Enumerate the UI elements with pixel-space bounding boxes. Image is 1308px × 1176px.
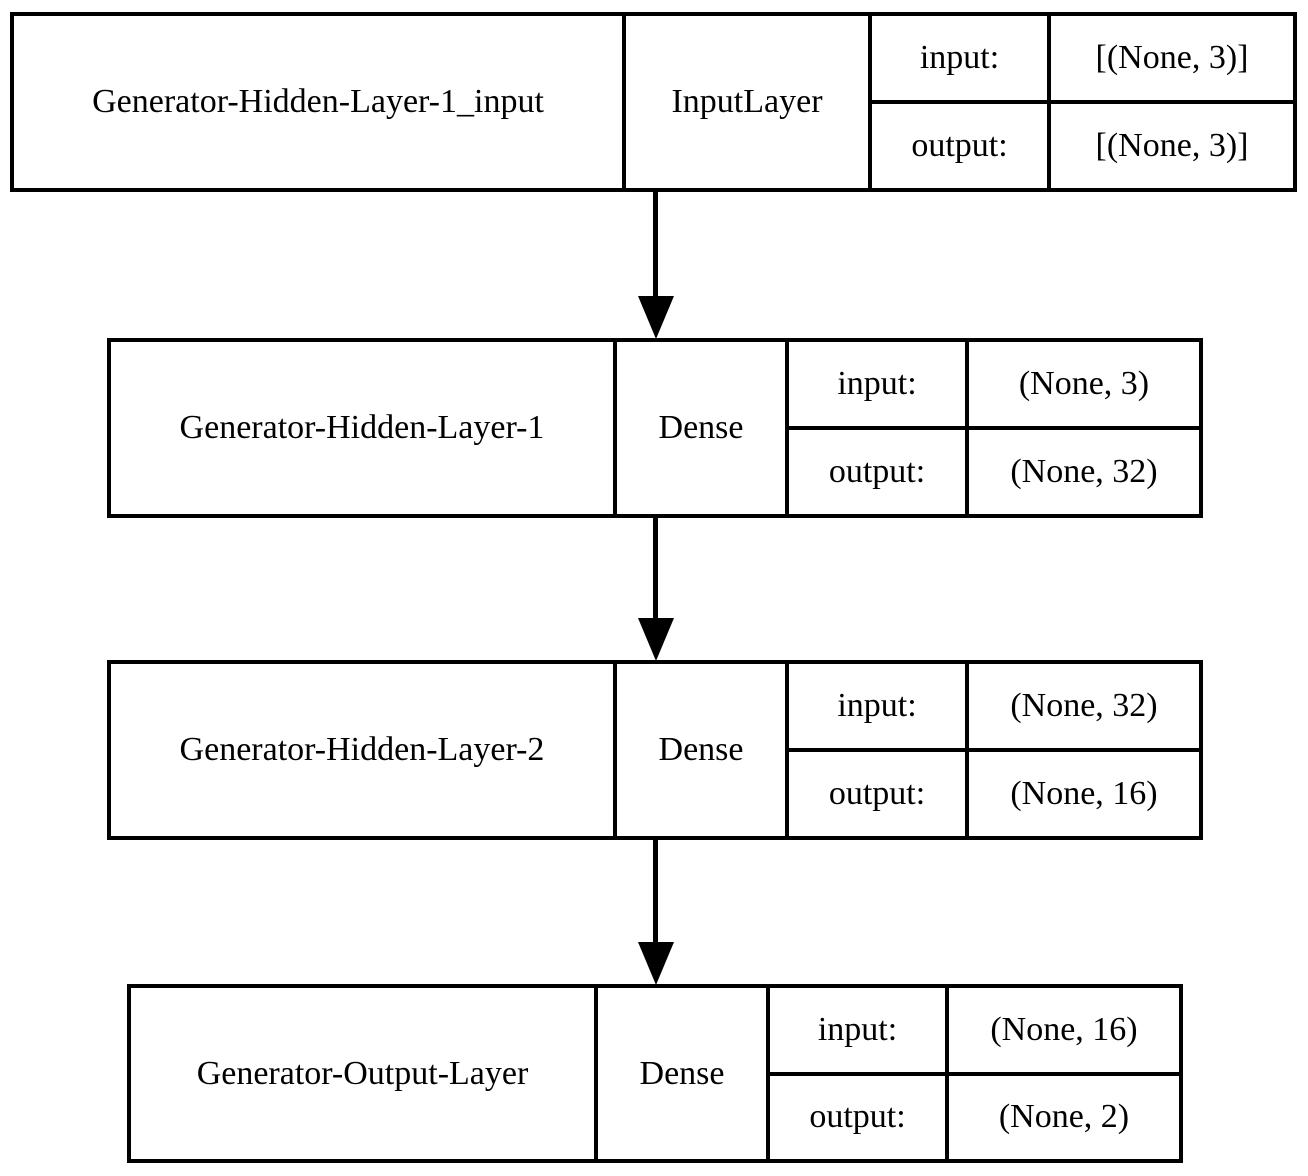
layer-node-input: Generator-Hidden-Layer-1_input InputLaye… [10,12,1297,192]
io-input-row: input: (None, 32) [789,664,1199,752]
output-label: output: [789,430,969,514]
layer-type: Dense [598,988,770,1159]
output-shape: (None, 2) [998,1098,1130,1136]
layer-type: Dense [617,664,789,836]
layer-name: Generator-Hidden-Layer-2 [111,664,617,836]
input-label: input: [770,988,949,1072]
arrow-head-icon [638,942,674,985]
layer-type: InputLayer [626,16,872,188]
layer-type: Dense [617,342,789,514]
io-output-row: output: (None, 2) [770,1075,1179,1159]
layer-name: Generator-Output-Layer [131,988,598,1159]
layer-io-table: input: [(None, 3)] output: [(None, 3)] [872,16,1293,188]
output-label: output: [770,1075,949,1159]
arrow-line [653,192,658,298]
input-label: input: [872,16,1051,100]
input-shape: (None, 32) [1010,687,1158,724]
output-label: output: [872,104,1051,188]
input-label: input: [789,342,969,426]
io-output-row: output: (None, 32) [789,430,1199,514]
layer-node-output: Generator-Output-Layer Dense input: (Non… [127,984,1183,1163]
input-shape: (None, 3) [1018,365,1150,402]
output-shape: [(None, 3)] [1095,127,1249,164]
io-input-row: input: (None, 3) [789,342,1199,430]
arrow-line [653,838,658,944]
arrow-line [653,516,658,620]
input-shape: (None, 16) [990,1010,1138,1048]
output-label: output: [789,752,969,836]
arrow-head-icon [638,618,674,661]
output-shape: (None, 32) [1010,453,1158,490]
layer-io-table: input: (None, 32) output: (None, 16) [789,664,1199,836]
io-input-row: input: [(None, 3)] [872,16,1293,104]
layer-node-hidden-2: Generator-Hidden-Layer-2 Dense input: (N… [107,660,1203,840]
layer-node-hidden-1: Generator-Hidden-Layer-1 Dense input: (N… [107,338,1203,518]
layer-name: Generator-Hidden-Layer-1_input [14,16,626,188]
input-shape: [(None, 3)] [1095,39,1249,76]
io-output-row: output: (None, 16) [789,752,1199,836]
io-input-row: input: (None, 16) [770,988,1179,1076]
arrow-head-icon [638,296,674,339]
io-output-row: output: [(None, 3)] [872,104,1293,188]
input-label: input: [789,664,969,748]
layer-io-table: input: (None, 3) output: (None, 32) [789,342,1199,514]
output-shape: (None, 16) [1010,775,1158,812]
layer-io-table: input: (None, 16) output: (None, 2) [770,988,1179,1159]
layer-name: Generator-Hidden-Layer-1 [111,342,617,514]
